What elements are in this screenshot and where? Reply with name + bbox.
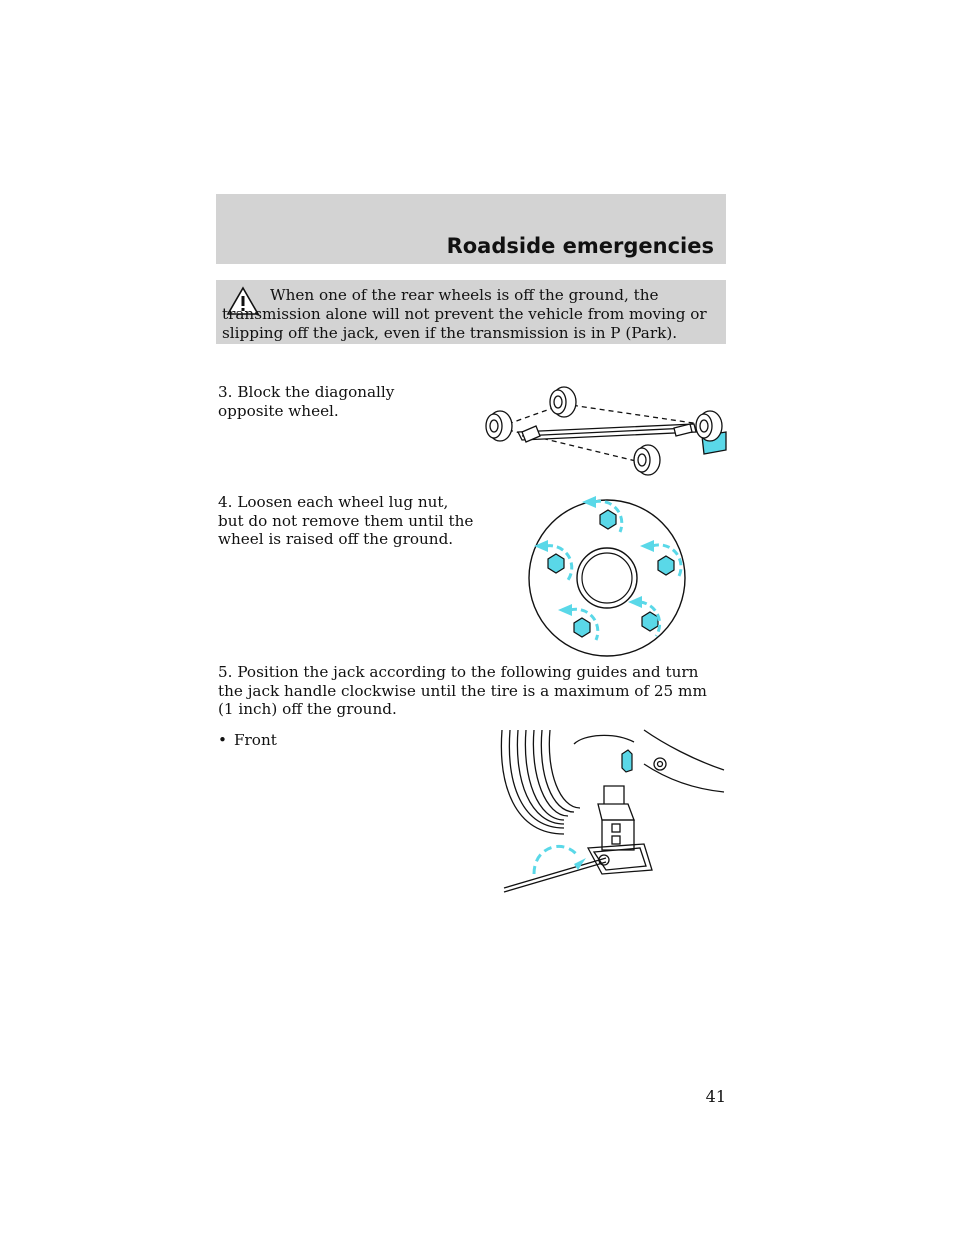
step-3-text: 3. Block the diagonally opposite wheel. (218, 383, 395, 420)
bullet-front-label: Front (234, 731, 277, 749)
diagonal-wheel-block-illustration (485, 386, 727, 476)
warning-triangle-icon (226, 286, 260, 315)
warning-box (216, 280, 726, 344)
page-title: Roadside emergencies (446, 234, 714, 258)
header-bar: Roadside emergencies (216, 194, 726, 264)
page-number: 41 (705, 1087, 726, 1106)
bullet-front: • Front (218, 731, 277, 749)
bullet-dot-icon: • (218, 731, 227, 749)
step-5-text: 5. Position the jack according to the fo… (218, 663, 707, 718)
lug-nut-loosening-illustration (528, 496, 686, 657)
front-jack-position-illustration (500, 729, 725, 893)
warning-text: When one of the rear wheels is off the g… (222, 286, 707, 342)
step-4-text: 4. Loosen each wheel lug nut, but do not… (218, 493, 474, 548)
